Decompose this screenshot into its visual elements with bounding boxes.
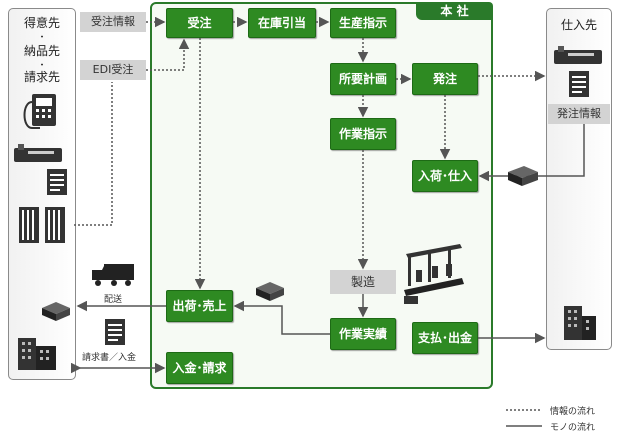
customer-label-1: 得意先 xyxy=(23,16,60,30)
delivery-truck-icon xyxy=(92,264,134,286)
hq-tag: 本 社 xyxy=(416,2,493,20)
process-nyuka: 入荷･仕入 xyxy=(412,160,478,192)
edi-order-label: EDI受注 xyxy=(80,60,146,80)
package-icon-receiving xyxy=(508,166,538,186)
building-icon xyxy=(18,338,56,370)
process-sagyo-shiji: 作業指示 xyxy=(330,118,396,150)
fax-icon-supplier xyxy=(554,46,602,64)
document-icon xyxy=(47,169,67,195)
customer-label-sep1: ・ xyxy=(37,33,47,43)
process-shukka: 出荷･売上 xyxy=(166,290,233,322)
process-juchu: 受注 xyxy=(166,8,233,38)
supplier-panel xyxy=(546,8,612,350)
flow-jisseki-to-shukka xyxy=(233,300,330,335)
package-icon-shipping xyxy=(256,282,284,301)
fax-icon xyxy=(14,144,62,162)
package-icon xyxy=(42,302,70,321)
legend-goods-label: モノの流れ xyxy=(550,423,596,433)
process-seisan: 生産指示 xyxy=(330,8,396,38)
process-sagyo-jisseki: 作業実績 xyxy=(330,318,396,350)
invoice-document-icon xyxy=(105,319,125,345)
customer-label-sep2: ・ xyxy=(37,61,47,71)
process-zaiko: 在庫引当 xyxy=(248,8,316,38)
customer-label-2: 納品先 xyxy=(23,44,60,58)
flow-edi-to-juchu xyxy=(146,38,190,71)
document-icon-supplier xyxy=(569,71,589,97)
process-seizo: 製造 xyxy=(330,270,396,294)
process-shiharai: 支払･出金 xyxy=(412,322,478,354)
process-shoyo: 所要計画 xyxy=(330,63,396,95)
flow-customer-to-edi xyxy=(74,82,113,226)
telephone-icon xyxy=(23,94,56,129)
process-hatchu: 発注 xyxy=(412,63,478,95)
process-nyukin: 入金･請求 xyxy=(166,352,233,384)
supplier-title: 仕入先 xyxy=(560,18,597,32)
invoice-note: 請求書／入金 xyxy=(82,353,137,363)
order-info-label: 受注情報 xyxy=(80,12,146,32)
bookshelf-icon xyxy=(19,207,65,243)
supplier-order-info: 発注情報 xyxy=(548,104,610,124)
building-icon-supplier xyxy=(564,306,596,340)
customer-label-3: 請求先 xyxy=(23,70,60,84)
delivery-note: 配送 xyxy=(104,295,123,305)
factory-line-icon xyxy=(404,244,464,304)
legend-info-label: 情報の流れ xyxy=(550,407,596,417)
